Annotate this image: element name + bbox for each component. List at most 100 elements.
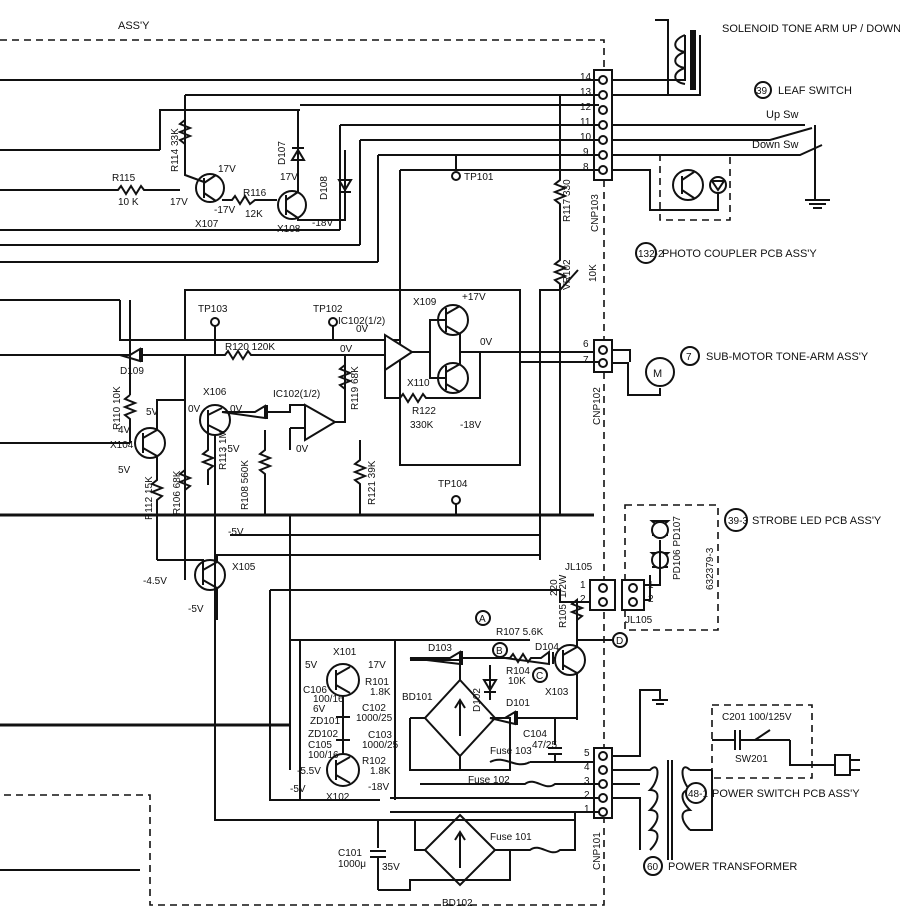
marker-b: B: [496, 646, 503, 657]
d102-label: D102: [472, 688, 483, 712]
photo-coupler-num: 132-2: [638, 249, 664, 260]
v-m55: -5.5V: [297, 766, 321, 777]
cnp103-label: CNP103: [590, 194, 601, 232]
d104-label: D104: [535, 642, 559, 653]
ic102a-label: IC102(1/2): [338, 316, 385, 327]
x104-label: X104: [110, 440, 134, 451]
c102-label: C102: [362, 703, 386, 714]
cnp103-pin-13: 13: [580, 87, 592, 98]
strobe-label: STROBE LED PCB ASS'Y: [752, 515, 882, 527]
c105-label: C105: [308, 740, 332, 751]
motor-symbol: M: [653, 368, 662, 380]
cnp103-pin-12: 12: [580, 102, 592, 113]
r119-label: R119 68K: [350, 366, 361, 410]
v-4: 4V: [118, 425, 131, 436]
cnp101-pin-4: 4: [584, 762, 590, 773]
tp102-label: TP102: [313, 304, 343, 315]
cnp102-label: CNP102: [592, 387, 603, 425]
marker-d: D: [616, 636, 623, 647]
cnp102-connector: 6 7 CNP102 M 7 SUB-MOTOR TONE-ARM ASS'Y: [520, 339, 869, 425]
r106-label: R106 68K: [172, 470, 183, 515]
amp-section: 0V IC102(1/2) 0V X109 +17V X110 0V R122 …: [184, 289, 594, 466]
v-m5c: -5V: [188, 604, 204, 615]
d108-label: D108: [319, 176, 330, 200]
tp104-label: TP104: [438, 479, 468, 490]
sub-motor-label: SUB-MOTOR TONE-ARM ASS'Y: [706, 351, 869, 363]
r116-value: 12K: [245, 209, 263, 220]
x106-section: X106 0V 0V -5V R108 560K R113 1M: [184, 355, 305, 580]
cnp102-pin-6: 6: [583, 339, 589, 350]
v-0c: 0V: [480, 337, 493, 348]
cnp101-connector: 5 4 3 2 1 CNP101 Fuse 102: [390, 747, 613, 870]
x107-label: X107: [195, 219, 219, 230]
c101-value: 1000μ: [338, 859, 366, 870]
v-17a: 17V: [218, 164, 236, 175]
r101-value: 1.8K: [370, 687, 391, 698]
x107-x108-section: R114 33K X107 17V 17V -17V R115 10 K R11…: [110, 95, 353, 235]
r113-label: R113 1M: [218, 430, 229, 470]
tp103-label: TP103: [198, 304, 228, 315]
r114-label: R114 33K: [170, 128, 181, 172]
v-17d: 17V: [368, 660, 386, 671]
leaf-switch-label: LEAF SWITCH: [778, 85, 852, 97]
r102-value: 1.8K: [370, 766, 391, 777]
r122-label: R122: [412, 406, 436, 417]
v-m5a: -5V: [224, 444, 240, 455]
v-5a: 5V: [146, 407, 159, 418]
c103-label: C103: [368, 730, 392, 741]
cnp103-pin-9: 9: [583, 147, 589, 158]
cnp103-pin-8: 8: [583, 162, 589, 173]
r115-value: 10 K: [118, 197, 139, 208]
v-m5d: -5V: [290, 784, 306, 795]
r101-label: R101: [365, 677, 389, 688]
cnp103-connector: 14 13 12 11 10 9 8 CNP103: [580, 69, 613, 232]
d101-label: D101: [506, 698, 530, 709]
bd101-label: BD101: [402, 692, 433, 703]
c102-value: 1000/25: [356, 713, 393, 724]
c104-value: 47/25: [532, 740, 557, 751]
x103-label: X103: [545, 687, 569, 698]
sub-motor-num: 7: [686, 352, 692, 363]
v-0f: 0V: [230, 404, 243, 415]
cnp102-pin-7: 7: [583, 355, 589, 366]
strobe-leds-label: PD106 PD107: [672, 516, 683, 580]
r121-label: R121 39K: [367, 460, 378, 505]
r104-value: 10K: [508, 676, 526, 687]
bd102-section: BD102 Fuse 101 C101 1000μ 35V: [338, 812, 576, 909]
cnp103-pin-14: 14: [580, 72, 592, 83]
fuse102-label: Fuse 102: [468, 775, 510, 786]
leaf-switch-num: 39: [756, 86, 768, 97]
power-switch-pcb: C201 100/125V SW201 48-1 POWER SWITCH PC…: [685, 704, 860, 804]
jl105-connectors: JL105 1 2 JL105 1 2: [565, 562, 654, 626]
bd102-label: BD102: [442, 898, 473, 909]
fuse103-label: Fuse 103: [490, 746, 532, 757]
d109-label: D109: [120, 366, 144, 377]
power-switch-num: 48-1: [688, 789, 708, 800]
r120-line: D109 R120 120K: [0, 342, 385, 377]
x101-label: X101: [333, 647, 357, 658]
r116-label: R116: [243, 188, 267, 199]
c105-value: 100/16: [308, 750, 339, 761]
v-35: 35V: [382, 862, 400, 873]
fuse101-label: Fuse 101: [490, 832, 532, 843]
transformer-label: POWER TRANSFORMER: [668, 861, 797, 873]
zd101-label: ZD101: [310, 716, 340, 727]
r117-vr102: R117 330 VR102 10K: [539, 95, 599, 560]
jl105-label-a: JL105: [565, 562, 593, 573]
r108-label: R108 560K: [240, 460, 251, 510]
c201-label: C201 100/125V: [722, 712, 792, 723]
up-switch-label: Up Sw: [766, 109, 798, 121]
jl105-pin-2a: 2: [580, 594, 586, 605]
v-17c: 17V: [280, 172, 298, 183]
r112-label: R112 15K: [144, 476, 155, 520]
x109-label: X109: [413, 297, 437, 308]
v-0a: 0V: [356, 324, 369, 335]
cnp101-pin-2: 2: [584, 790, 590, 801]
r107-label: R107 5.6K: [496, 627, 544, 638]
v-0e: 0V: [188, 404, 201, 415]
assembly-label: ASS'Y: [118, 20, 150, 32]
x102-label: X102: [326, 792, 350, 803]
r122-value: 330K: [410, 420, 434, 431]
d107-label: D107: [277, 141, 288, 165]
